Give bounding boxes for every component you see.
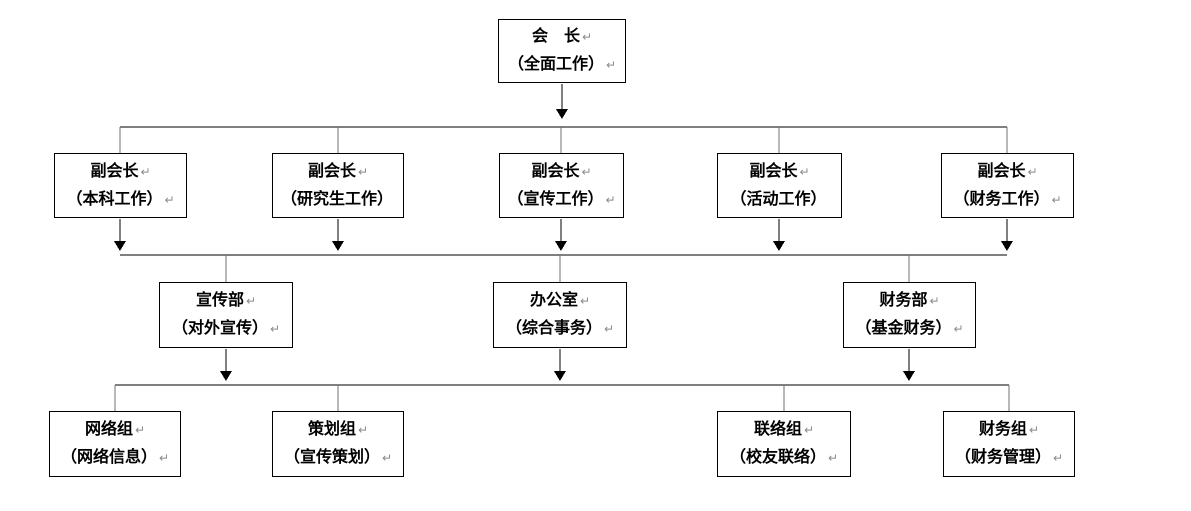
paragraph-return-mark: ↵ [1051,192,1062,207]
node-title: 副会长↵ [90,162,151,180]
paragraph-return-mark: ↵ [579,294,591,308]
paragraph-return-mark: ↵ [381,451,393,465]
paragraph-return-mark: ↵ [357,164,369,179]
node-title: 办公室↵ [529,292,591,309]
node-subtitle: （宣传策划）↵ [283,449,393,466]
node-subtitle: （研究生工作） [280,190,393,208]
node-title: 财务部↵ [879,292,940,309]
paragraph-return-mark: ↵ [158,451,170,465]
paragraph-return-mark: ↵ [803,423,815,437]
paragraph-return-mark: ↵ [134,423,146,437]
node-subtitle: （宣传工作）↵ [507,190,616,208]
paragraph-return-mark: ↵ [140,164,151,179]
paragraph-return-mark: ↵ [1028,423,1040,437]
node-dept-office: 办公室↵ （综合事务）↵ [493,282,627,348]
paragraph-return-mark: ↵ [581,30,593,44]
node-vice-president-graduate: 副会长↵ （研究生工作） [272,153,404,218]
node-subtitle: （基金财务）↵ [855,320,964,337]
node-subtitle: （综合事务）↵ [505,320,615,337]
node-title: 策划组↵ [307,421,369,438]
node-title: 副会长↵ [749,162,810,180]
node-vice-president-activity: 副会长↵ （活动工作） [717,153,842,218]
paragraph-return-mark: ↵ [581,164,592,179]
paragraph-return-mark: ↵ [357,423,369,437]
node-title: 副会长↵ [531,162,592,180]
node-dept-publicity: 宣传部↵ （对外宣传）↵ [159,282,293,348]
node-subtitle: （全面工作）↵ [507,56,617,73]
node-vice-president-publicity: 副会长↵ （宣传工作）↵ [499,153,624,218]
paragraph-return-mark: ↵ [799,164,810,179]
node-president: 会 长↵ （全面工作）↵ [498,19,626,83]
paragraph-return-mark: ↵ [929,294,940,308]
node-title: 联络组↵ [753,421,815,438]
node-subtitle: （财务工作）↵ [953,190,1062,208]
connector-president-to-vps [119,84,1008,154]
connector-departments-to-teams [114,349,1010,412]
connector-vps-to-departments [114,219,1013,283]
node-title: 副会长↵ [977,162,1038,180]
node-dept-finance: 财务部↵ （基金财务）↵ [843,282,976,348]
node-subtitle: （本科工作）↵ [66,190,175,208]
node-subtitle: （校友联络）↵ [729,449,839,466]
node-subtitle: （财务管理）↵ [954,449,1064,466]
node-vice-president-undergrad: 副会长↵ （本科工作）↵ [54,153,187,218]
paragraph-return-mark: ↵ [1052,451,1064,465]
node-team-network: 网络组↵ （网络信息）↵ [49,411,181,477]
node-team-finance: 财务组↵ （财务管理）↵ [943,411,1075,477]
node-title: 会 长↵ [531,28,593,45]
paragraph-return-mark: ↵ [605,192,616,207]
paragraph-return-mark: ↵ [245,294,257,308]
paragraph-return-mark: ↵ [827,451,839,465]
node-team-liaison: 联络组↵ （校友联络）↵ [717,411,851,477]
node-subtitle: （网络信息）↵ [60,449,170,466]
node-title: 副会长↵ [307,162,369,180]
paragraph-return-mark: ↵ [603,322,615,336]
node-subtitle: （活动工作） [730,190,827,208]
node-team-planning: 策划组↵ （宣传策划）↵ [272,411,404,477]
paragraph-return-mark: ↵ [164,192,175,207]
node-title: 财务组↵ [978,421,1040,438]
node-title: 宣传部↵ [195,292,257,309]
paragraph-return-mark: ↵ [269,322,281,336]
node-vice-president-finance: 副会长↵ （财务工作）↵ [941,153,1074,218]
node-subtitle: （对外宣传）↵ [171,320,281,337]
node-title: 网络组↵ [84,421,146,438]
paragraph-return-mark: ↵ [953,322,964,336]
paragraph-return-mark: ↵ [1027,164,1038,179]
paragraph-return-mark: ↵ [605,58,617,72]
